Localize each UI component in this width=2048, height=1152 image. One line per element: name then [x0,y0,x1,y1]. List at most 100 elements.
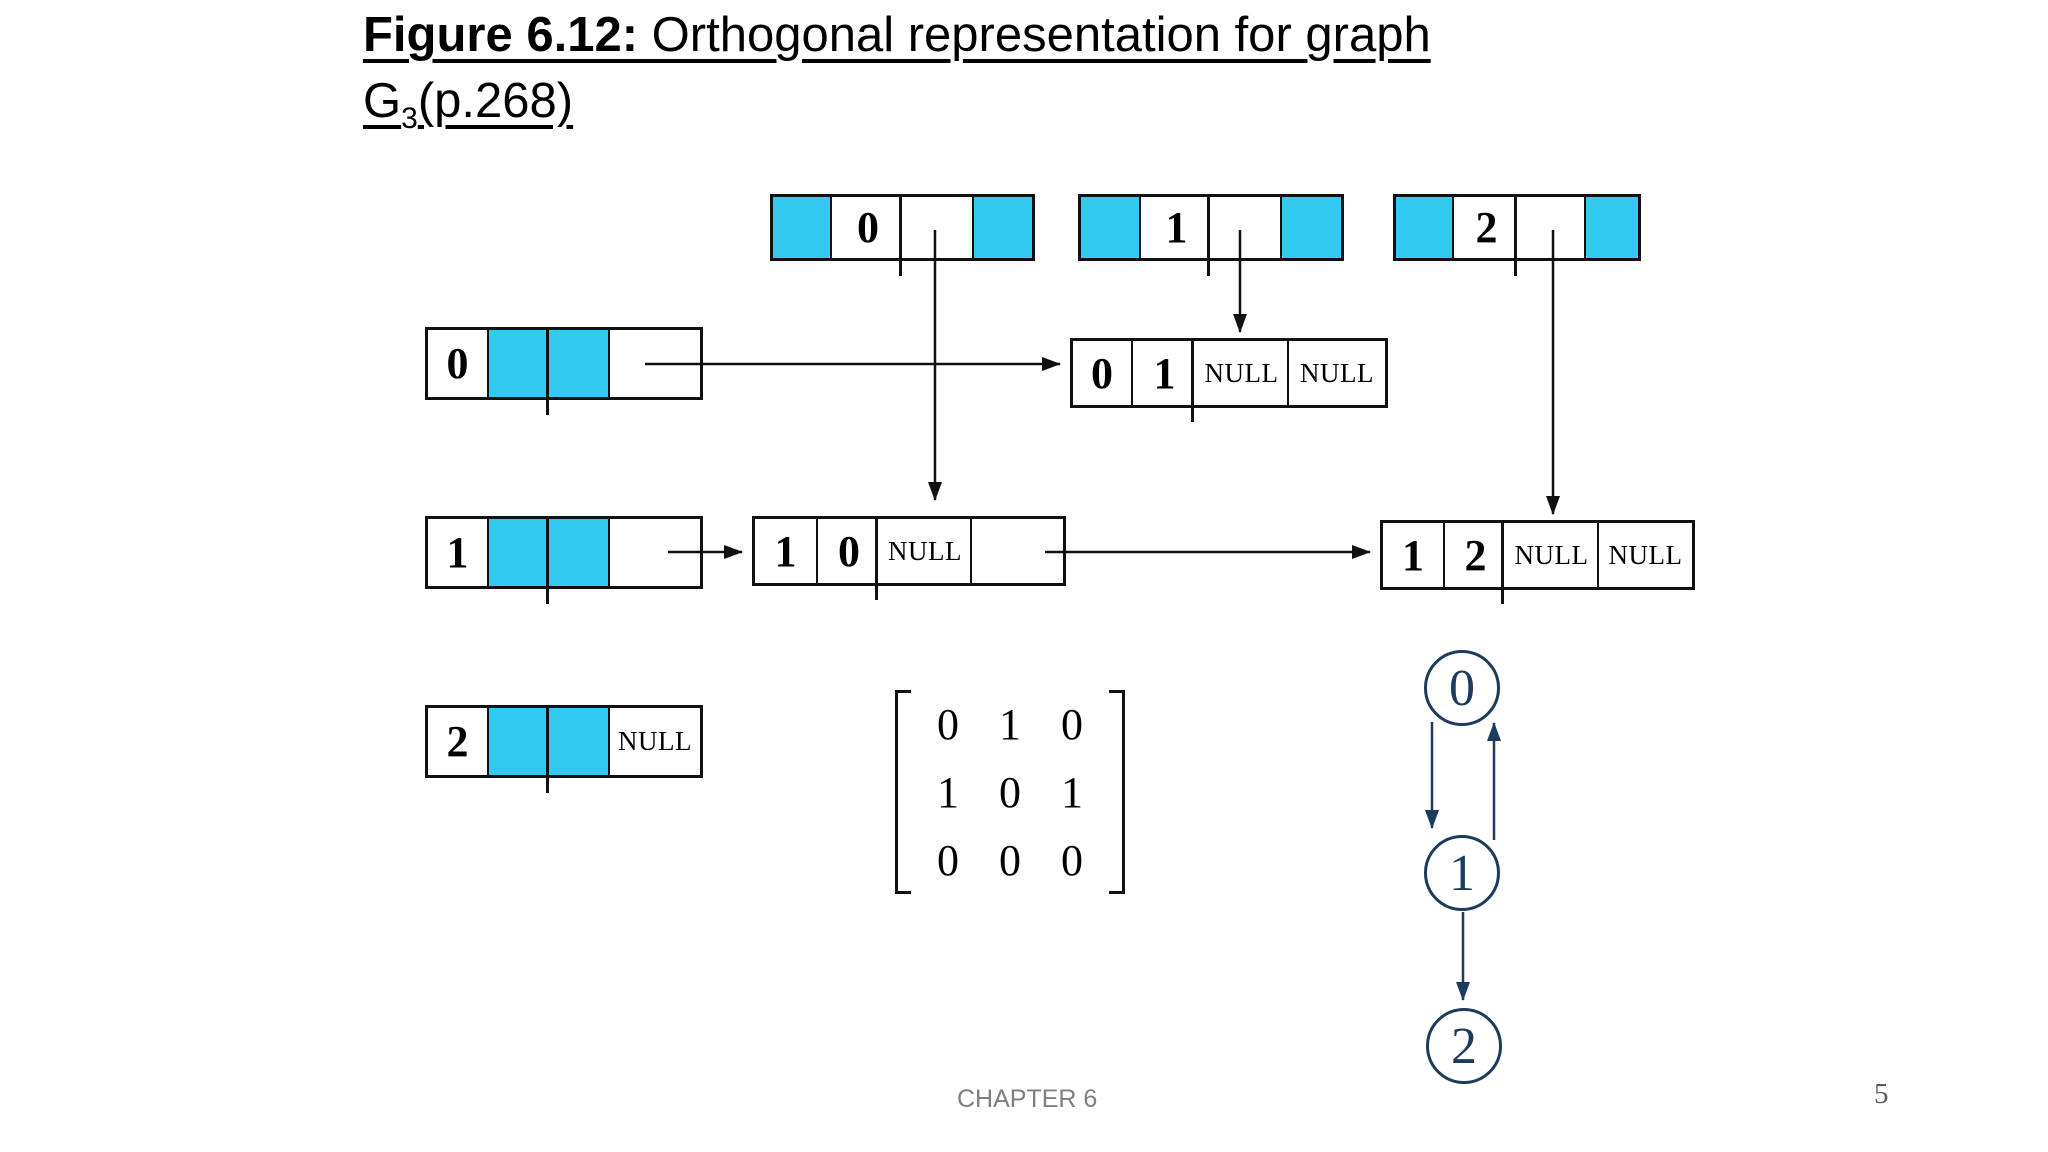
matrix-cell: 0 [937,835,959,885]
divider-line [546,327,549,415]
graph-node-0: 0 [1424,650,1500,726]
node-box-1-0: 1 0 NULL [752,516,1066,586]
matrix-grid: 0 1 0 1 0 1 0 0 0 [911,690,1109,894]
matrix-cell: 0 [999,835,1021,885]
column-label-cell: 0 [830,197,904,258]
node-right-cell [970,519,1063,583]
matrix-cell: 1 [937,767,959,817]
row-label-cell: 2 [428,708,487,775]
right-pointer-null: NULL [618,726,692,756]
cyan-cell [773,197,830,258]
node-down-cell: NULL [1506,523,1597,587]
column-label: 1 [1165,203,1188,252]
column-header-box-1: 1 [1078,194,1344,261]
matrix-cell: 0 [937,699,959,749]
slide-title: Figure 6.12: Orthogonal representation f… [363,2,1683,134]
graph-node-label: 0 [1449,659,1475,717]
row-label: 0 [446,339,469,388]
cyan-cell [487,519,550,586]
matrix-cell: 1 [999,699,1021,749]
matrix-cell: 0 [999,767,1021,817]
node-col-value: 2 [1464,530,1487,580]
right-pointer-null: NULL [1608,539,1683,570]
right-pointer-cell [608,519,700,586]
divider-line [875,516,878,600]
title-line-2: G3(p.268) [363,68,1683,134]
matrix-cell: 0 [1061,699,1083,749]
node-box-1-2: 1 2 NULL NULL [1380,520,1695,590]
node-right-cell: NULL [1287,341,1385,405]
page-ref: (p.268) [417,74,574,128]
graph-node-1: 1 [1424,835,1500,911]
node-col-cell: 2 [1443,523,1506,587]
column-label: 0 [857,203,879,252]
column-label-cell: 2 [1452,197,1519,258]
divider-line [1501,520,1504,604]
title-text: Orthogonal representation for graph [638,8,1431,62]
matrix-left-bracket [895,690,911,894]
node-row-cell: 0 [1073,341,1131,405]
matrix-cell: 0 [1061,835,1083,885]
right-pointer-null: NULL [1300,357,1374,388]
adjacency-matrix: 0 1 0 1 0 1 0 0 0 [895,690,1125,894]
cyan-cell [550,519,608,586]
graph-node-label: 2 [1451,1017,1477,1075]
cyan-cell [550,708,608,775]
node-col-cell: 0 [816,519,880,583]
title-line-1: Figure 6.12: Orthogonal representation f… [363,2,1683,68]
cyan-cell [487,330,550,397]
node-col-value: 0 [838,526,860,576]
node-col-cell: 1 [1131,341,1196,405]
page-number: 5 [1874,1078,1889,1110]
cyan-cell [550,330,608,397]
column-label-cell: 1 [1139,197,1212,258]
cyan-cell [1081,197,1139,258]
node-box-0-1: 0 1 NULL NULL [1070,338,1388,408]
figure-label: Figure 6.12: [363,8,639,62]
divider-line [1514,194,1517,276]
down-pointer-cell [1519,197,1584,258]
cyan-cell [972,197,1032,258]
divider-line [1191,338,1194,422]
down-pointer-cell [904,197,972,258]
down-pointer-null: NULL [888,535,962,566]
divider-line [546,516,549,604]
row-label-cell: 1 [428,519,487,586]
down-pointer-cell [1212,197,1280,258]
node-right-cell: NULL [1597,523,1692,587]
divider-line [1207,194,1210,276]
cyan-cell [1584,197,1638,258]
row-header-box-0: 0 [425,327,703,400]
matrix-right-bracket [1109,690,1125,894]
column-header-box-0: 0 [770,194,1035,261]
column-label: 2 [1475,203,1498,252]
row-header-box-1: 1 [425,516,703,589]
matrix-cell: 1 [1061,767,1083,817]
row-label: 2 [446,717,469,766]
row-header-box-2: 2 NULL [425,705,703,778]
column-header-box-2: 2 [1393,194,1641,261]
down-pointer-null: NULL [1514,539,1589,570]
row-label: 1 [446,528,469,577]
graph-node-2: 2 [1426,1008,1502,1084]
graph-name: G [363,74,402,128]
cyan-cell [487,708,550,775]
graph-node-label: 1 [1449,844,1475,902]
node-row-cell: 1 [1383,523,1443,587]
node-row-cell: 1 [755,519,816,583]
right-pointer-cell: NULL [608,708,700,775]
divider-line [899,194,902,276]
row-label-cell: 0 [428,330,487,397]
node-row-value: 1 [1402,530,1424,580]
graph-name-subscript: 3 [401,101,418,135]
right-pointer-cell [608,330,700,397]
divider-line [546,705,549,793]
footer-chapter-label: CHAPTER 6 [957,1085,1098,1113]
node-row-value: 1 [774,526,797,576]
node-col-value: 1 [1153,348,1176,398]
node-down-cell: NULL [1196,341,1287,405]
down-pointer-null: NULL [1204,357,1279,388]
node-down-cell: NULL [880,519,970,583]
cyan-cell [1396,197,1452,258]
